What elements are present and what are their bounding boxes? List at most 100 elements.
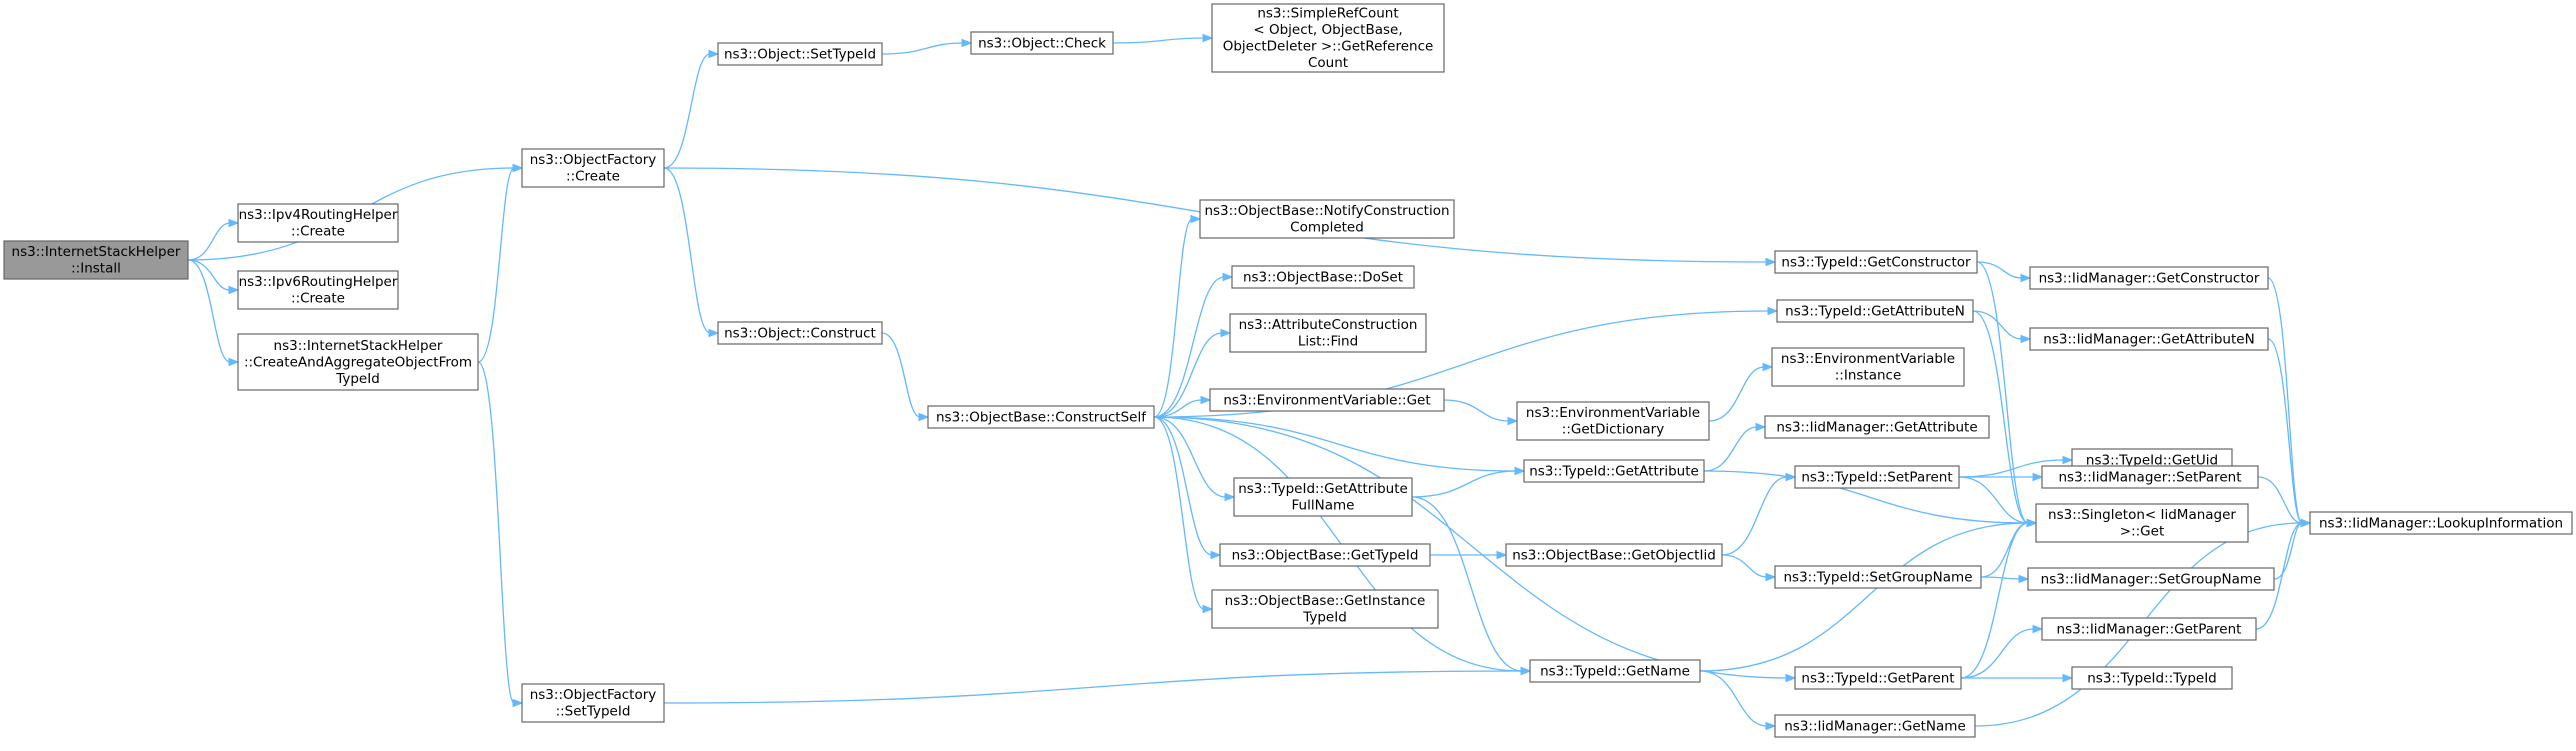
edge-line [1721,554,1768,578]
node-lookupinfo[interactable]: ns3::IidManager::LookupInformation [2309,511,2573,535]
edge-line [1960,522,2029,679]
edge-arrowhead [918,412,930,422]
node-box [2029,327,2269,351]
node-tidsetgroupname[interactable]: ns3::TypeId::SetGroupName [1774,565,1982,589]
node-box [1516,401,1710,441]
node-iidgetattribute[interactable]: ns3::IidManager::GetAttribute [1764,415,1990,439]
node-box [521,683,665,723]
edge-line [1153,218,1193,418]
node-box [2029,266,2269,290]
edge-arrowhead [2018,574,2030,584]
call-nodes: ns3::InternetStackHelper::Installns3::Ip… [3,3,2573,738]
node-tidgetconstructor[interactable]: ns3::TypeId::GetConstructor [1774,250,1978,274]
node-doset[interactable]: ns3::ObjectBase::DoSet [1231,265,1415,289]
node-label-line: ns3::IidManager::SetParent [2059,469,2242,485]
node-box [2035,503,2249,543]
node-label-line: ns3::Object::Construct [724,325,876,341]
node-notifyconstruction[interactable]: ns3::ObjectBase::NotifyConstructionCompl… [1199,199,1455,239]
node-label-line: ::Create [566,169,620,185]
edge-getattrfullname-to-tidgetname [1411,496,1532,676]
node-label-line: ::GetDictionary [1562,422,1664,438]
edge-constructself-to-attrfind [1153,328,1232,418]
node-ofsettypeid[interactable]: ns3::ObjectFactory::SetTypeId [521,683,665,723]
edge-objcheck-to-simplerefcount [1112,33,1214,44]
node-iidsetparent[interactable]: ns3::IidManager::SetParent [2041,465,2259,489]
edge-tidgetattribute-to-iidgetattribute [1703,422,1767,472]
node-objconstruct[interactable]: ns3::Object::Construct [717,321,883,345]
node-iidgetconstructor[interactable]: ns3::IidManager::GetConstructor [2029,266,2269,290]
node-objcheck[interactable]: ns3::Object::Check [970,31,1114,55]
node-objsettypeid[interactable]: ns3::Object::SetTypeId [717,42,883,66]
node-iidsetgroupname[interactable]: ns3::IidManager::SetGroupName [2027,567,2275,591]
node-tidgetattributen[interactable]: ns3::TypeId::GetAttributeN [1776,299,1974,323]
node-ofcreate[interactable]: ns3::ObjectFactory::Create [521,148,665,188]
node-envget[interactable]: ns3::EnvironmentVariable::Get [1209,388,1445,412]
node-tidgetname[interactable]: ns3::TypeId::GetName [1529,659,1701,683]
node-label-line: ns3::ObjectBase::ConstructSelf [936,409,1147,425]
node-tidgetparent[interactable]: ns3::TypeId::GetParent [1794,666,1962,690]
node-box [237,333,479,391]
node-label-line: ns3::ObjectBase::GetObjectIid [1512,547,1716,563]
edge-line [1112,37,1205,44]
node-tidgetattribute[interactable]: ns3::TypeId::GetAttribute [1523,459,1705,483]
node-simplerefcount[interactable]: ns3::SimpleRefCount< Object, ObjectBase,… [1211,3,1445,73]
node-envgetdict[interactable]: ns3::EnvironmentVariable::GetDictionary [1516,401,1710,441]
node-getobjectiid[interactable]: ns3::ObjectBase::GetObjectIid [1505,543,1723,567]
node-box [1529,659,1701,683]
node-box [2071,666,2233,690]
edge-tidsetparent-to-iidsetparent [1959,472,2044,482]
node-obgettypeid[interactable]: ns3::ObjectBase::GetTypeId [1219,543,1431,567]
edge-line [1721,476,1788,556]
node-label-line: ns3::Ipv4RoutingHelper [239,207,398,223]
node-singletonget[interactable]: ns3::Singleton< IidManager>::Get [2035,503,2249,543]
node-ipv4create[interactable]: ns3::Ipv4RoutingHelper::Create [237,203,399,243]
edge-line [881,332,921,418]
edge-arrowhead [512,163,524,173]
edge-line [1960,628,2035,679]
node-createagg[interactable]: ns3::InternetStackHelper::CreateAndAggre… [237,333,479,391]
node-install[interactable]: ns3::InternetStackHelper::Install [3,240,189,280]
edge-arrowhead [2062,673,2074,683]
node-constructself[interactable]: ns3::ObjectBase::ConstructSelf [927,405,1155,429]
node-tidsetparent[interactable]: ns3::TypeId::SetParent [1794,465,1960,489]
edge-line [477,361,515,704]
edge-line [187,259,231,363]
node-label-line: ns3::IidManager::GetConstructor [2039,270,2260,286]
node-box [2041,465,2259,489]
node-label-line: ns3::ObjectBase::DoSet [1243,269,1403,285]
node-tidtypeid[interactable]: ns3::TypeId::TypeId [2071,666,2233,690]
edge-line [1153,416,1213,556]
edge-arrowhead [2062,455,2074,465]
node-box [1764,415,1990,439]
node-label-line: ns3::InternetStackHelper [274,338,443,354]
node-label-line: ns3::ObjectBase::GetInstance [1225,593,1426,609]
node-label-line: ns3::SimpleRefCount [1257,6,1398,22]
edge-arrowhead [1765,721,1777,731]
node-box [1776,299,1974,323]
edge-line [2257,476,2303,524]
node-label-line: TypeId [335,371,380,387]
node-label-line: ns3::TypeId::GetAttribute [1529,463,1699,479]
node-box [2309,511,2573,535]
edge-constructself-to-notifyconstruction [1153,214,1202,418]
edge-arrowhead [2020,334,2032,344]
edge-arrowhead [708,328,720,338]
edge-arrowhead [1507,416,1519,426]
node-iidgetparent[interactable]: ns3::IidManager::GetParent [2041,617,2257,641]
edge-iidsetparent-to-lookupinfo [2257,476,2312,528]
edge-line [881,42,964,55]
node-ipv6create[interactable]: ns3::Ipv6RoutingHelper::Create [237,270,399,310]
node-label-line: ns3::TypeId::GetName [1540,663,1690,679]
edge-arrowhead [1765,572,1777,582]
node-label-line: ns3::TypeId::SetParent [1801,469,1952,485]
node-iidgetname[interactable]: ns3::IidManager::GetName [1774,714,1976,738]
node-envinstance[interactable]: ns3::EnvironmentVariable::Instance [1771,347,1965,387]
node-label-line: ::CreateAndAggregateObjectFrom [244,354,472,370]
node-label-line: ObjectDeleter >::GetReference [1223,39,1434,55]
node-iidgetattributen[interactable]: ns3::IidManager::GetAttributeN [2029,327,2269,351]
node-label-line: ns3::EnvironmentVariable [1526,405,1700,421]
node-label-line: ns3::TypeId::GetConstructor [1781,254,1971,270]
